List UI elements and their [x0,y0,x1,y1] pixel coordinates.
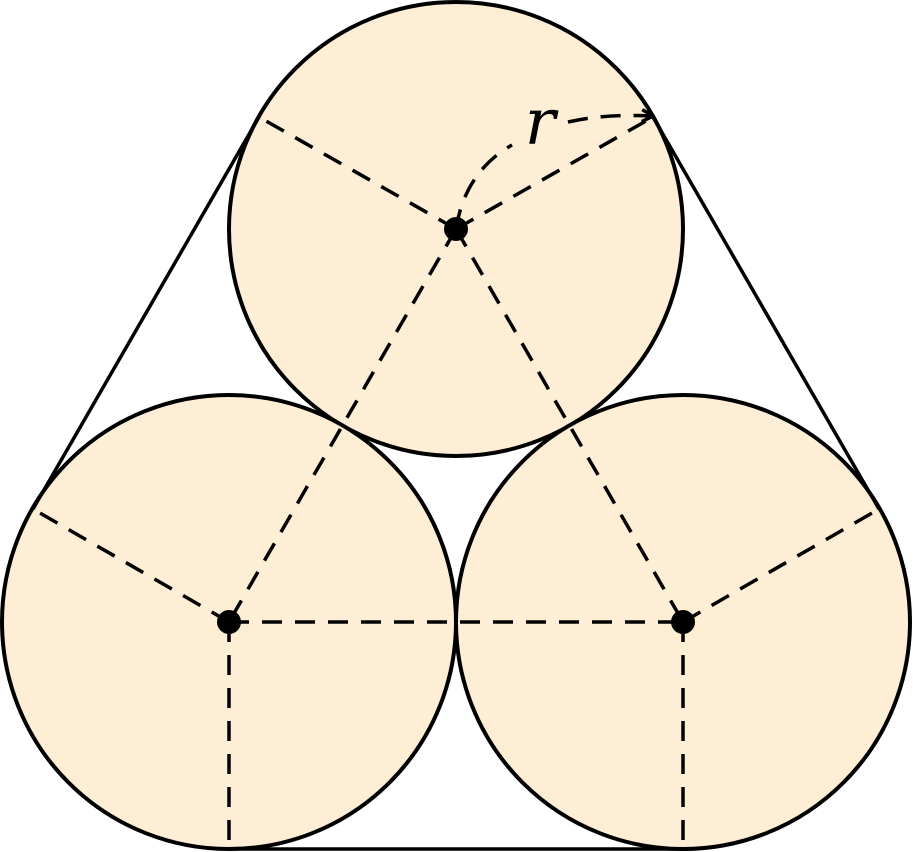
bottom-left-center-dot [217,610,241,634]
radius-arrow-head [567,116,652,124]
radius-label: r [525,86,559,160]
radius-arrow [454,143,513,230]
top-radius-upper-right [455,115,654,231]
right-radius-upper-right [682,507,880,624]
center-line-top-to-left [227,228,458,623]
center-line-top-to-right [454,228,685,623]
bottom-right-center-dot [671,610,695,634]
top-radius-upper-left [258,115,457,231]
top-center-dot [444,217,468,241]
right-tangent-line [651,116,881,510]
left-tangent-line [31,116,261,510]
left-radius-upper-left [32,507,230,624]
